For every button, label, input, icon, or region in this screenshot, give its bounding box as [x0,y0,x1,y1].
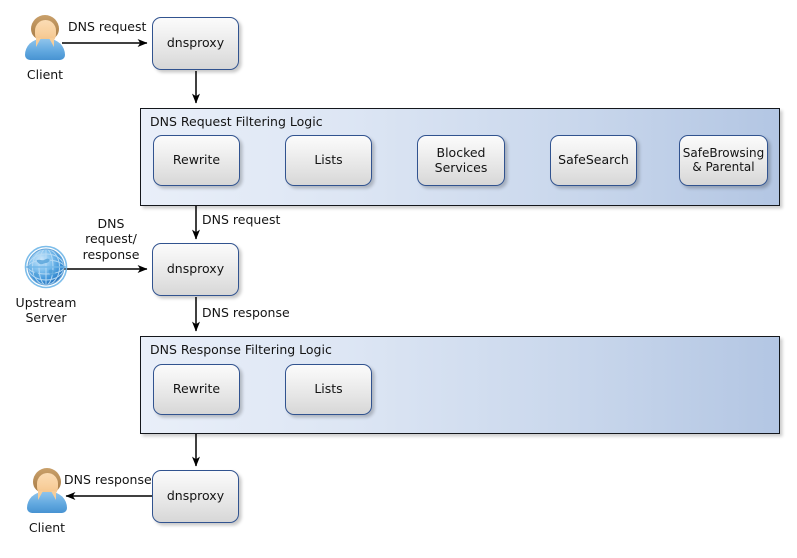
stage-rewrite-request[interactable]: Rewrite [153,135,240,186]
edge-label-proxy-to-request-group: DNS request [202,212,281,227]
client-top-caption: Client [26,67,64,82]
edge-label-proxy-to-client: DNS response [64,472,152,487]
upstream-server-caption: Upstream Server [15,295,77,326]
edge-label-client-to-proxy: DNS request [68,19,147,34]
stage-lists-request[interactable]: Lists [285,135,372,186]
stage-lists-response[interactable]: Lists [285,364,372,415]
edge-label-upstream-exchange: DNS request/ response [82,216,140,262]
dnsproxy-top[interactable]: dnsproxy [152,17,239,70]
client-bottom-caption: Client [28,520,66,535]
edge-label-proxy-to-response-group: DNS response [202,305,290,320]
stage-safesearch[interactable]: SafeSearch [550,135,637,186]
dns-request-filtering-title: DNS Request Filtering Logic [150,114,323,129]
stage-safebrowsing-parental[interactable]: SafeBrowsing & Parental [679,135,768,186]
dnsproxy-middle[interactable]: dnsproxy [152,243,239,296]
stage-blocked-services[interactable]: Blocked Services [417,135,505,186]
globe-icon [22,243,70,291]
person-icon [24,467,70,513]
person-icon [22,14,68,60]
stage-rewrite-response[interactable]: Rewrite [153,364,240,415]
dnsproxy-bottom[interactable]: dnsproxy [152,470,239,523]
dns-response-filtering-title: DNS Response Filtering Logic [150,342,332,357]
dns-response-filtering-group: DNS Response Filtering Logic [140,336,780,434]
